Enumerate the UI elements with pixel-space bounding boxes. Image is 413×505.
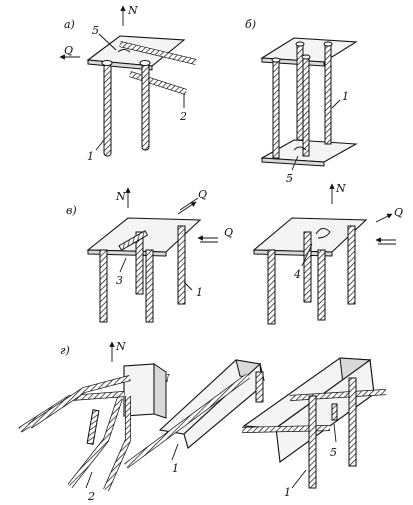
force-n-label: N [115, 190, 126, 203]
weld-seam [117, 49, 131, 53]
vertical-anchor-bar [99, 249, 108, 323]
label-5: 5 [330, 446, 337, 459]
panel-g: г) N N 2 1 [18, 340, 387, 503]
shear-plate [118, 230, 149, 251]
label-1: 1 [196, 286, 203, 299]
vertical-anchor-bar [141, 63, 150, 151]
panel-b: б) 1 5 [245, 18, 358, 185]
label-3: 3 [116, 274, 123, 287]
label-2: 2 [179, 110, 187, 123]
force-n-label: N [115, 340, 126, 353]
vertical-anchor-bar [308, 395, 317, 489]
anchor-bar [124, 374, 250, 468]
panel-g-letter: г) [60, 344, 70, 357]
panel-b-letter: б) [245, 18, 256, 31]
connecting-bar [272, 59, 280, 159]
panel-a: а) N Q 5 2 1 [59, 4, 197, 163]
label-2: 2 [87, 490, 95, 503]
vertical-anchor-bar [103, 63, 112, 157]
label-5: 5 [92, 24, 99, 37]
label-1: 1 [87, 150, 94, 163]
connecting-bar [302, 55, 310, 157]
force-q-label: Q [64, 44, 73, 57]
force-q-label-1: Q [198, 188, 207, 201]
force-q-label: Q [394, 206, 403, 219]
label-1: 1 [342, 90, 349, 103]
label-5: 5 [286, 172, 293, 185]
weld-seam [315, 228, 331, 239]
weld-seam [293, 146, 307, 151]
inclined-anchor-bar [119, 41, 197, 65]
panel-v-letter: в) [66, 204, 77, 217]
label-4: 4 [293, 268, 301, 281]
force-q-label-2: Q [224, 226, 233, 239]
panel-a-letter: а) [64, 18, 75, 31]
panel-v-right: N Q 4 [252, 182, 403, 325]
label-1: 1 [172, 462, 179, 475]
label-1: 1 [284, 486, 291, 499]
panel-v-left: в) N Q Q 3 1 [66, 187, 233, 323]
force-n-label: N [335, 182, 346, 195]
connecting-bar [324, 43, 332, 145]
force-n-label: N [127, 4, 138, 17]
